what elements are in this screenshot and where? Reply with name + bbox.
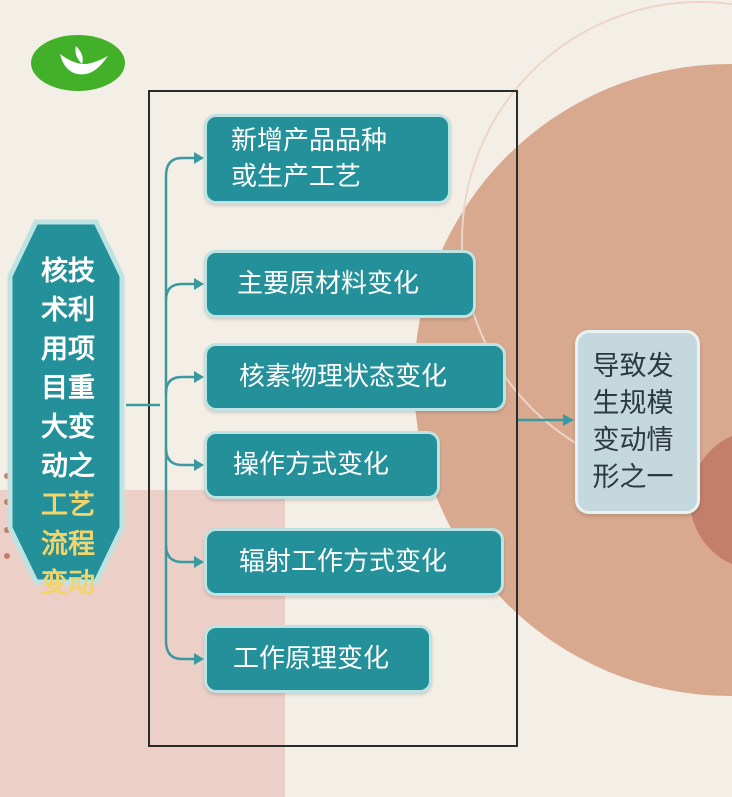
source-highlight-line: 变动 (41, 568, 95, 599)
source-title-line: 术利 (41, 295, 95, 326)
changes-frame (148, 90, 518, 747)
change-item-label: 操作方式变化 (233, 450, 390, 480)
change-item-label: 核素物理状态变化 (239, 362, 448, 392)
result-box: 导致发生规模变动情形之一 (575, 330, 700, 514)
change-item-radiation-work-mode: 辐射工作方式变化 (204, 528, 504, 596)
change-item-raw-material: 主要原材料变化 (204, 250, 476, 318)
change-item-label: 新增产品品种 或生产工艺 (231, 126, 388, 192)
change-item-label: 辐射工作方式变化 (239, 547, 448, 577)
source-title-line: 核技 (41, 256, 95, 287)
change-item-working-principle: 工作原理变化 (204, 625, 432, 693)
change-item-operation-mode: 操作方式变化 (204, 431, 440, 499)
result-label: 导致发生规模变动情形之一 (592, 351, 674, 493)
source-hexagon (7, 219, 125, 585)
source-highlight-line: 工艺 (41, 490, 95, 521)
change-item-new-product: 新增产品品种 或生产工艺 (204, 114, 451, 204)
source-title-line: 动之 (41, 451, 95, 482)
source-highlight-line: 流程 (41, 529, 95, 560)
change-item-nuclide-state: 核素物理状态变化 (204, 343, 506, 411)
source-title-line: 目重 (41, 373, 95, 404)
source-title-line: 用项 (41, 334, 95, 365)
change-item-label: 工作原理变化 (233, 644, 390, 674)
change-item-label: 主要原材料变化 (237, 269, 420, 299)
source-title: 核技 术利 用项 目重 大变 动之 工艺 流程 变动 (34, 252, 102, 603)
source-title-line: 大变 (41, 412, 95, 443)
bird-logo-icon (31, 35, 125, 91)
